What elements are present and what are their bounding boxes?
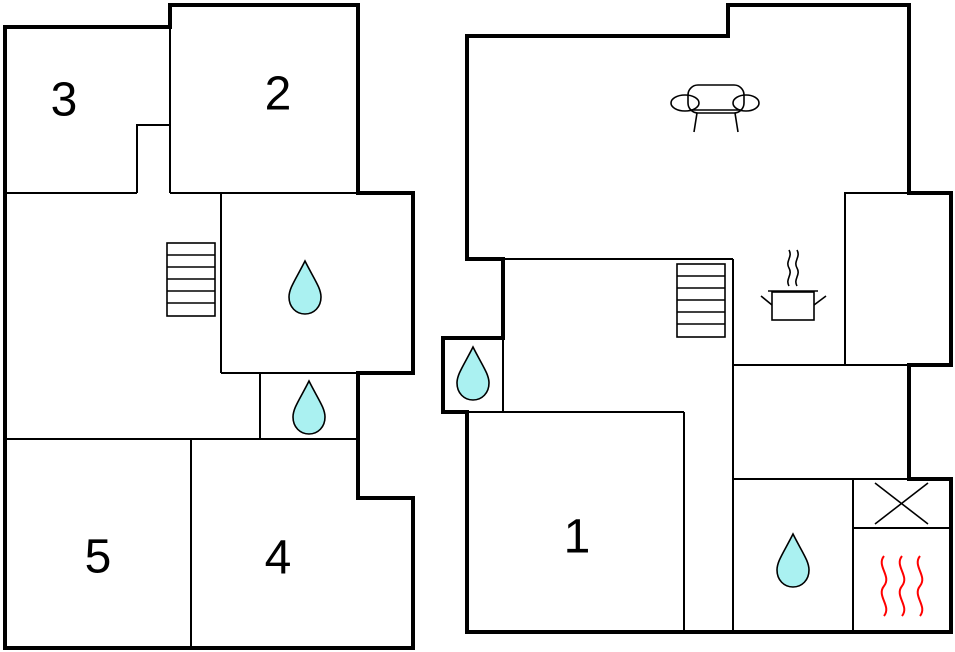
stairs-icon [676, 263, 726, 338]
upper-floor-interior-walls [5, 27, 358, 648]
room-label-2: 2 [265, 68, 292, 121]
room-label-5: 5 [85, 531, 112, 584]
water-drop-icon [292, 379, 326, 435]
terrace-area [844, 192, 952, 366]
ground-floor: 1 [441, 3, 953, 634]
sofa-icon [670, 84, 760, 133]
room-label-4: 4 [265, 532, 292, 585]
upper-floor: 3 2 5 4 [3, 3, 415, 650]
room-label-3: 3 [51, 74, 78, 127]
cooking-pot-icon [760, 249, 827, 321]
void-cross-icon [874, 482, 929, 525]
water-drop-icon [288, 259, 322, 315]
room-label-1: 1 [564, 511, 591, 564]
stairs-icon [166, 242, 216, 317]
ground-floor-interior-walls [467, 258, 951, 632]
upper-floor-outer-wall [3, 3, 415, 650]
water-drop-icon [776, 532, 810, 588]
water-drop-icon [456, 345, 490, 401]
sauna-heat-icon [880, 555, 924, 617]
